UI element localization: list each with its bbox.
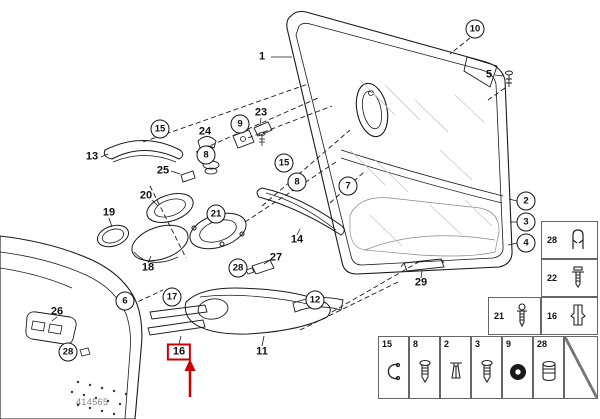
clip-icon [568, 225, 588, 255]
callout-24[interactable]: 24 [198, 125, 212, 138]
clip2-icon [568, 301, 588, 331]
highlight-arrow [184, 359, 196, 397]
callout-23[interactable]: 23 [254, 106, 268, 119]
callout-19[interactable]: 19 [102, 206, 116, 219]
grommet-icon [508, 357, 528, 387]
callout-12[interactable]: 12 [305, 290, 325, 310]
fastener-5 [505, 70, 513, 87]
callout-14[interactable]: 14 [290, 233, 304, 246]
callout-3[interactable]: 3 [516, 212, 536, 232]
legend-number: 15 [382, 339, 393, 349]
callout-15[interactable]: 15 [274, 153, 294, 173]
legend-cell-3[interactable]: 3 [471, 336, 502, 399]
legend-number: 16 [547, 311, 558, 321]
circlip-icon [384, 357, 404, 387]
legend-number: 3 [475, 339, 481, 349]
screw-washer-icon [568, 263, 588, 293]
legend-number: 8 [413, 339, 419, 349]
callout-9[interactable]: 9 [230, 114, 250, 134]
callout-29[interactable]: 29 [414, 276, 428, 289]
legend-cell-8[interactable]: 8 [409, 336, 440, 399]
callout-20[interactable]: 20 [139, 189, 153, 202]
screw-icon [477, 357, 497, 387]
legend-cell-blank [564, 336, 598, 399]
callout-2[interactable]: 2 [516, 191, 536, 211]
legend-number: 28 [537, 339, 548, 349]
callout-15[interactable]: 15 [150, 119, 170, 139]
legend-cell-21[interactable]: 21 [488, 297, 541, 335]
legend-cell-9[interactable]: 9 [502, 336, 533, 399]
legend-cell-15[interactable]: 15 [378, 336, 409, 399]
callout-27[interactable]: 27 [269, 251, 283, 264]
armrest-group [147, 258, 445, 336]
callout-5[interactable]: 5 [485, 68, 493, 81]
speaker-grille-dots [70, 380, 128, 416]
callout-16[interactable]: 16 [166, 343, 192, 361]
legend-cell-28[interactable]: 28 [541, 221, 598, 259]
callout-18[interactable]: 18 [141, 261, 155, 274]
legend-cell-2[interactable]: 2 [440, 336, 471, 399]
legend-number: 28 [547, 235, 558, 245]
leader-lines [51, 56, 518, 347]
callout-21[interactable]: 21 [206, 204, 226, 224]
callout-28[interactable]: 28 [228, 258, 248, 278]
trim-strip-14 [256, 187, 345, 236]
legend-number: 2 [444, 339, 450, 349]
legend-cell-16[interactable]: 16 [541, 297, 598, 335]
legend-cell-28[interactable]: 28 [533, 336, 564, 399]
screw-icon [415, 357, 435, 387]
doc-number: 414565 [76, 397, 109, 407]
callout-28[interactable]: 28 [58, 342, 78, 362]
panel-hatching [349, 79, 493, 247]
legend-cell-22[interactable]: 22 [541, 259, 598, 297]
callout-11[interactable]: 11 [256, 345, 268, 358]
callout-8[interactable]: 8 [196, 145, 216, 165]
callout-4[interactable]: 4 [516, 233, 536, 253]
callout-8[interactable]: 8 [287, 172, 307, 192]
callout-10[interactable]: 10 [465, 19, 485, 39]
door-shell-partial [0, 235, 143, 419]
legend-number: 9 [506, 339, 512, 349]
rivet-icon [446, 357, 466, 387]
callout-25[interactable]: 25 [156, 164, 170, 177]
legend-number: 22 [547, 273, 558, 283]
torx-screw-icon [512, 301, 532, 331]
legend-number: 21 [494, 311, 505, 321]
armrest-trim-13 [103, 140, 184, 163]
callout-13[interactable]: 13 [85, 150, 99, 163]
callout-1[interactable]: 1 [258, 50, 266, 63]
callout-7[interactable]: 7 [338, 176, 358, 196]
callout-6[interactable]: 6 [115, 291, 135, 311]
sleeve-icon [539, 357, 559, 387]
door-panel [286, 10, 513, 275]
callout-26[interactable]: 26 [50, 305, 64, 318]
callout-17[interactable]: 17 [162, 287, 182, 307]
